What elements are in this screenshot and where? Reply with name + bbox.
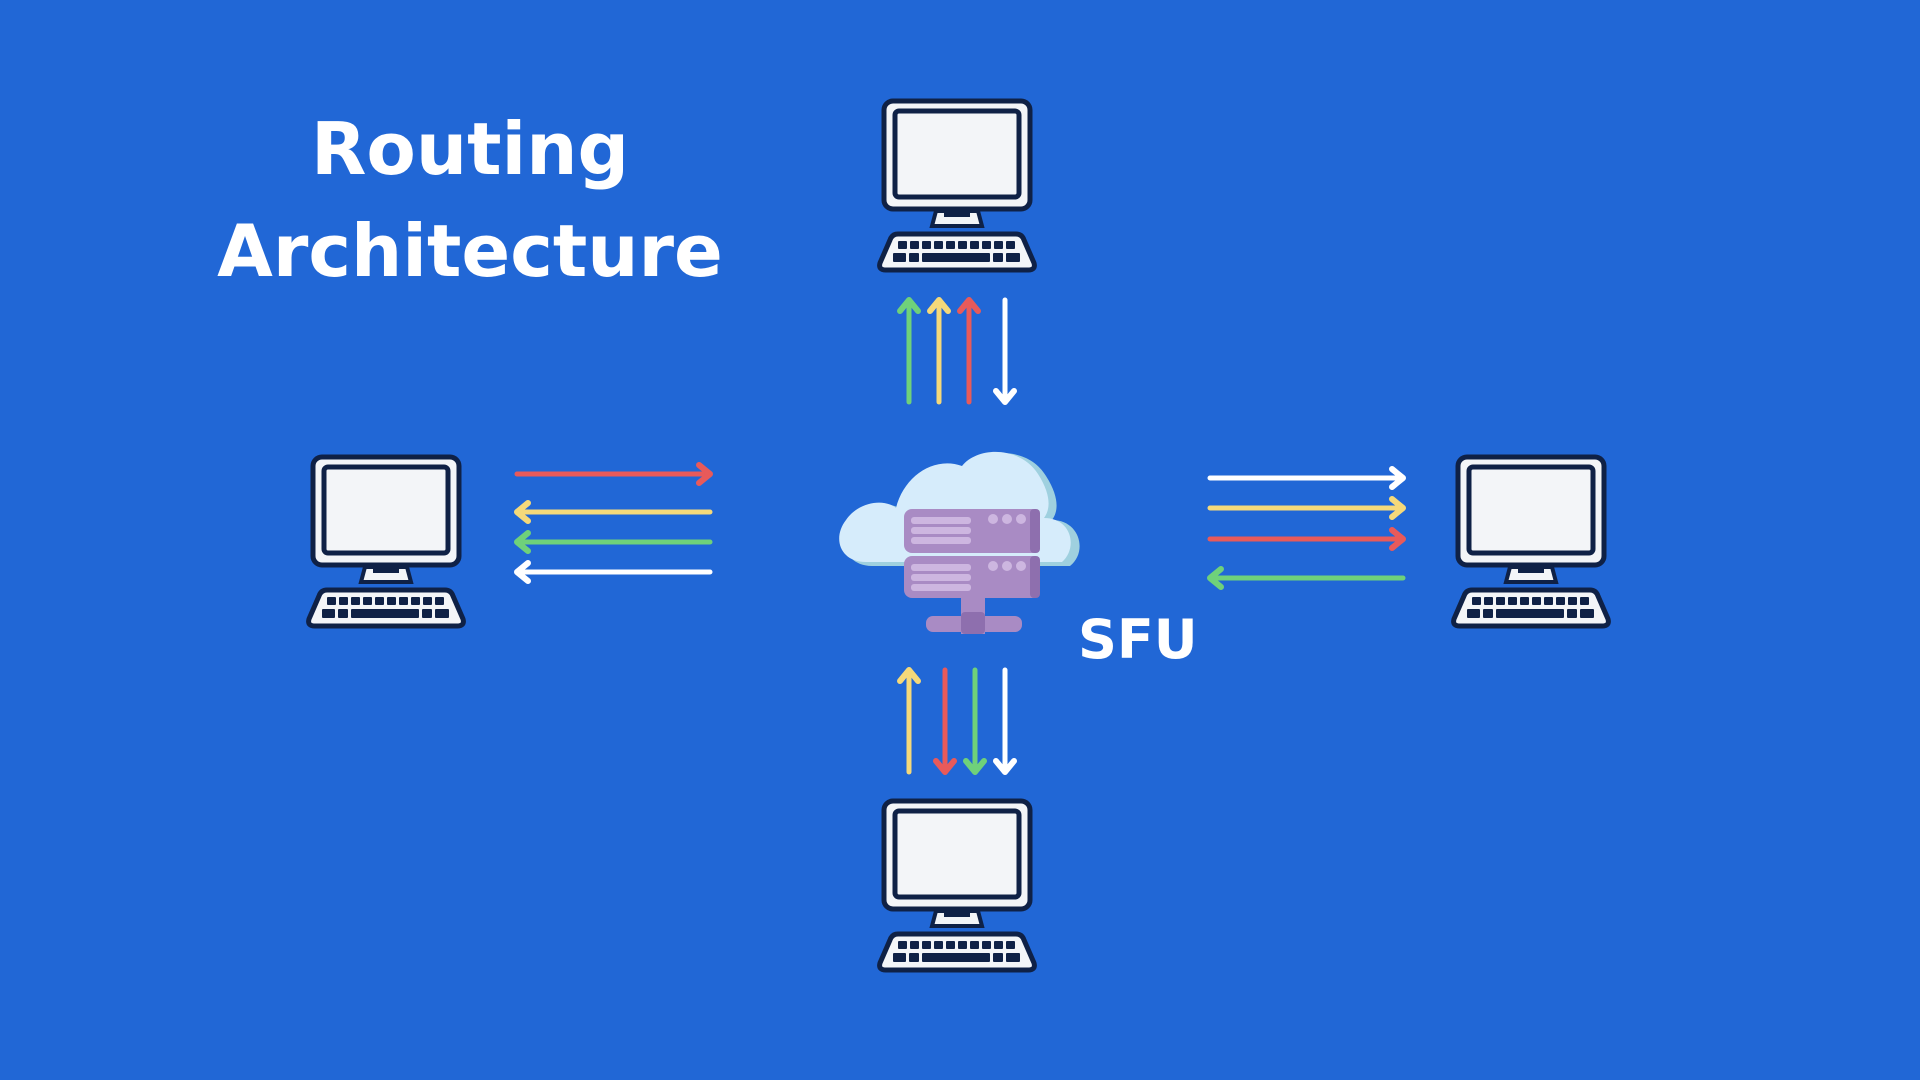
arrow-right-white-to-client [1207,466,1406,490]
arrow-top-white-to-server [993,297,1017,405]
arrow-left-red-to-server [514,462,713,486]
cloud-server-icon [839,451,1080,634]
arrow-top-green-to-client [897,297,921,405]
computer-icon [1451,454,1611,629]
arrow-left-green-to-client [514,530,713,554]
arrow-top-yellow-to-client [927,297,951,405]
arrow-left-yellow-to-client [514,500,713,524]
arrow-left-white-to-client [514,560,713,584]
computer-icon [877,798,1037,973]
arrow-bottom-yellow-to-server [897,667,921,775]
computer-right [1450,454,1620,629]
arrow-right-yellow-to-client [1207,496,1406,520]
computer-icon [877,98,1037,273]
arrow-top-red-to-client [957,297,981,405]
computer-left [305,454,475,629]
computer-icon [306,454,466,629]
arrow-right-green-to-server [1207,566,1406,590]
computer-top [876,98,1046,273]
diagram-title: Routing Architecture [200,98,740,302]
sfu-label: SFU [1078,608,1198,671]
arrow-bottom-red-to-client [933,667,957,775]
title-line-2: Architecture [217,209,723,293]
arrows [514,297,1406,775]
arrow-bottom-green-to-client [963,667,987,775]
arrow-right-red-to-client [1207,527,1406,551]
computer-bottom [876,798,1046,973]
title-line-1: Routing [310,107,630,191]
server-icon [904,509,1040,634]
arrow-bottom-white-to-client [993,667,1017,775]
